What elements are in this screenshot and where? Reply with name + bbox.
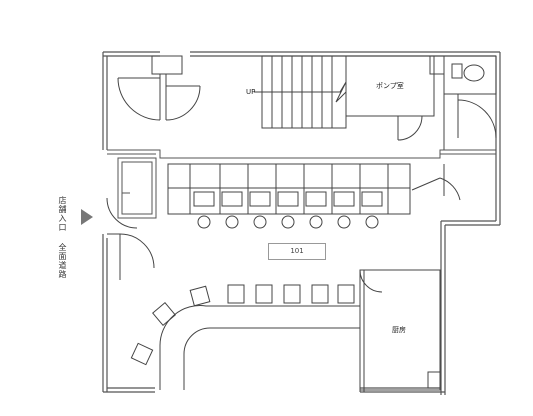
right-door xyxy=(411,164,461,201)
bar-chairs xyxy=(130,284,355,366)
triangle-right-icon xyxy=(81,209,93,225)
unit-number-badge: 101 xyxy=(268,243,326,260)
bar-counter xyxy=(159,305,360,390)
toilet-room xyxy=(443,55,497,150)
shop-entrance-label: 店舗入口 xyxy=(58,196,67,232)
entrance-door xyxy=(106,197,155,280)
pump-room xyxy=(345,55,445,141)
bench-seating xyxy=(167,163,411,215)
stool-row xyxy=(197,215,379,229)
inner-partition xyxy=(107,149,496,219)
kitchen-room xyxy=(359,269,441,392)
kitchen-label: 厨房 xyxy=(392,326,406,334)
staircase xyxy=(254,55,347,129)
table-row xyxy=(193,191,383,207)
front-road-label: 全面道路 xyxy=(58,243,67,279)
top-left-door xyxy=(117,55,201,121)
pump-room-label: ポンプ室 xyxy=(376,82,404,90)
stair-up-label: UP xyxy=(246,88,256,96)
